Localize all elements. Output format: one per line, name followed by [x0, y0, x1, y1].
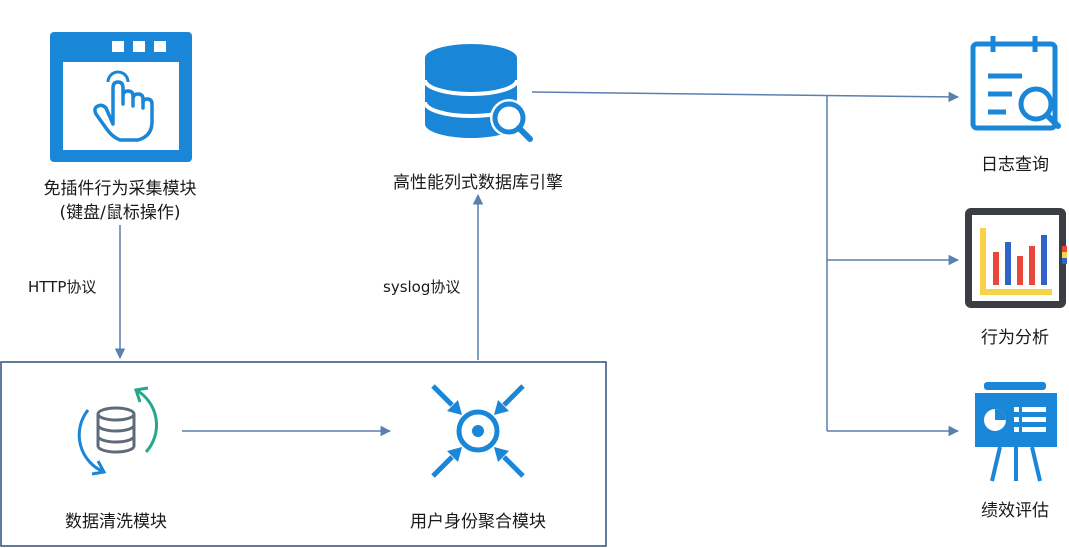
log-query-label: 日志查询	[981, 155, 1049, 175]
plugin-sublabel: (键盘/鼠标操作)	[59, 203, 181, 223]
presentation-board-icon	[975, 382, 1057, 482]
bar-chart-icon	[965, 208, 1067, 308]
database-search-icon	[423, 44, 533, 142]
plugin-label: 免插件行为采集模块	[43, 179, 197, 199]
http-edge-label: HTTP协议	[28, 278, 97, 296]
target-arrows-icon	[431, 384, 525, 478]
processing-group-box	[0, 361, 607, 547]
db-to-log-connector	[531, 91, 960, 103]
browser-hand-icon	[50, 32, 192, 162]
aggregation-label: 用户身份聚合模块	[410, 512, 546, 532]
performance-eval-label: 绩效评估	[981, 501, 1049, 521]
syslog-edge-label: syslog协议	[383, 278, 461, 296]
cleaning-label: 数据清洗模块	[65, 512, 167, 532]
database-refresh-icon	[77, 386, 159, 476]
behavior-analysis-label: 行为分析	[981, 328, 1049, 348]
db-engine-label: 高性能列式数据库引擎	[393, 173, 563, 193]
log-search-icon	[970, 36, 1061, 131]
